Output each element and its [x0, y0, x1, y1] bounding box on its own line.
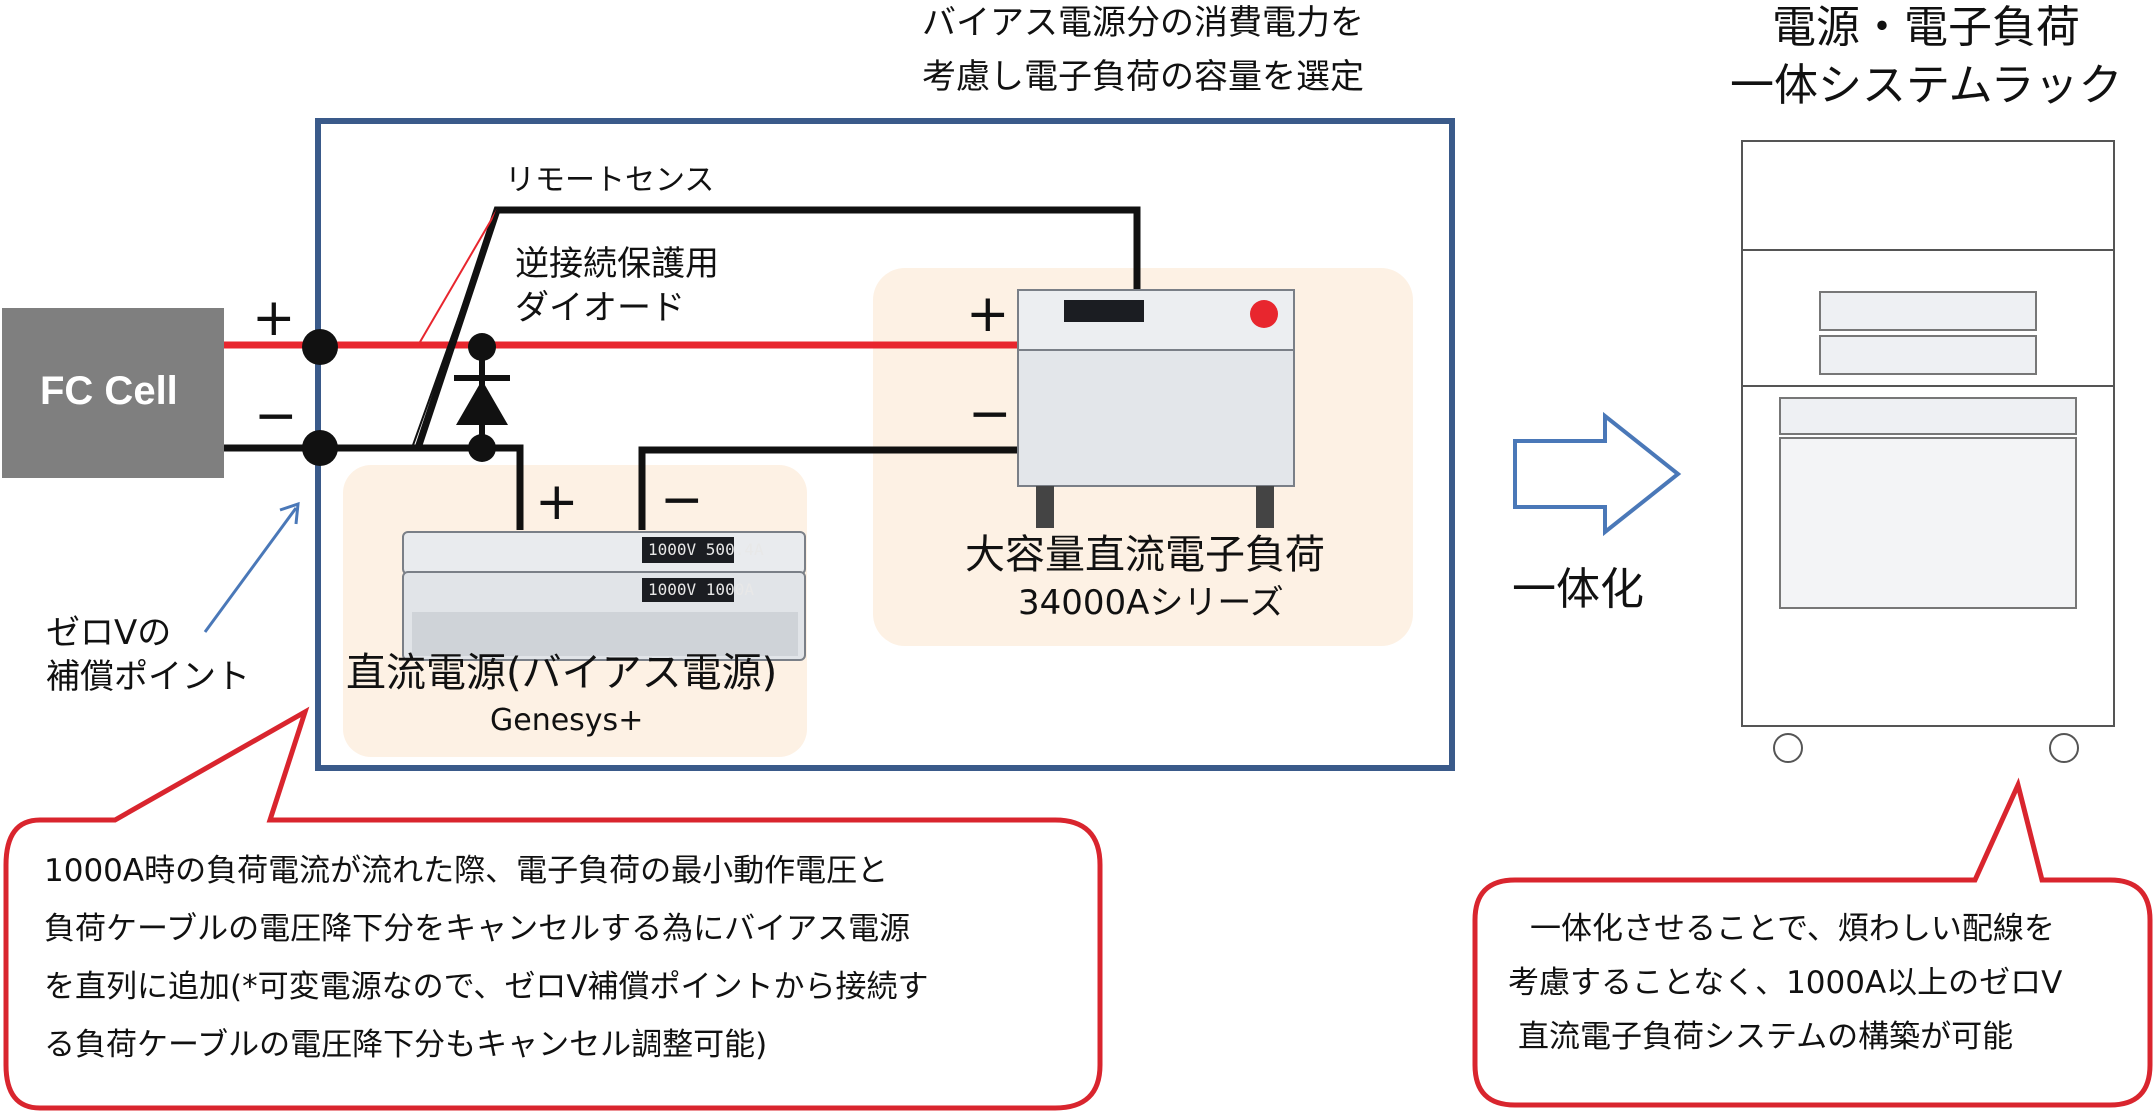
bias-supply-icon [402, 531, 806, 661]
callout-right-line: 一体化させることで、煩わしい配線を [1530, 911, 2055, 947]
bias-minus-sign: − [660, 470, 704, 530]
remote-sense-tap-neg [411, 209, 498, 449]
callout-right-shape [1472, 777, 2153, 1108]
zero-v-label-line1: ゼロVの [46, 613, 172, 653]
bias-supply-name: 直流電源(バイアス電源) [346, 650, 778, 696]
bias-display-top: 1000V 500.4A [648, 540, 764, 559]
callout-left-line: る負荷ケーブルの電圧降下分もキャンセル調整可能) [44, 1027, 768, 1063]
bias-supply-model: Genesys+ [490, 703, 644, 738]
callout-left-line: 1000A時の負荷電流が流れた際、電子負荷の最小動作電圧と [44, 853, 889, 889]
remote-sense-tap [419, 209, 498, 343]
load-minus-sign: − [968, 384, 1012, 444]
fc-cell-label: FC Cell [40, 369, 178, 413]
callout-left-line: 負荷ケーブルの電圧降下分をキャンセルする為にバイアス電源 [44, 911, 911, 947]
remote-sense-wire [414, 206, 1141, 450]
load-model: 34000Aシリーズ [1018, 583, 1284, 623]
integration-arrow-icon [1513, 411, 1682, 537]
zero-v-label-line2: 補償ポイント [46, 657, 250, 697]
top-note-line1: バイアス電源分の消費電力を [922, 3, 1364, 43]
junction-positive [302, 329, 338, 365]
junction-negative [302, 430, 338, 466]
fc-minus-sign: − [254, 386, 298, 446]
callout-right-line: 直流電子負荷システムの構築が可能 [1518, 1019, 2014, 1055]
top-note-line2: 考慮し電子負荷の容量を選定 [922, 57, 1364, 97]
fc-cell-box [2, 308, 224, 478]
load-name: 大容量直流電子負荷 [965, 532, 1325, 578]
integration-label: 一体化 [1512, 564, 1644, 615]
bias-plus-sign: + [535, 472, 579, 532]
electronic-load-icon [1017, 289, 1295, 528]
callout-left-shape [3, 706, 1103, 1111]
rack-icon [1741, 140, 2115, 763]
diode-label-line2: ダイオード [515, 288, 685, 328]
zero-v-arrow-icon [203, 501, 300, 633]
diode-icon [454, 347, 510, 448]
callout-right-line: 考慮することなく、1000A以上のゼロV [1508, 965, 2063, 1001]
rack-title-line2: 一体システムラック [1730, 60, 2123, 111]
remote-sense-label: リモートセンス [505, 163, 715, 198]
return-wire [638, 446, 1020, 530]
fc-plus-sign: + [252, 288, 296, 348]
load-plus-sign: + [966, 284, 1010, 344]
bias-display-bottom: 1000V 1000A [648, 580, 754, 599]
rack-title-line1: 電源・電子負荷 [1772, 2, 2080, 53]
callout-left-line: を直列に追加(*可変電源なので、ゼロV補償ポイントから接続す [44, 969, 929, 1005]
diode-label-line1: 逆接続保護用 [515, 244, 719, 284]
